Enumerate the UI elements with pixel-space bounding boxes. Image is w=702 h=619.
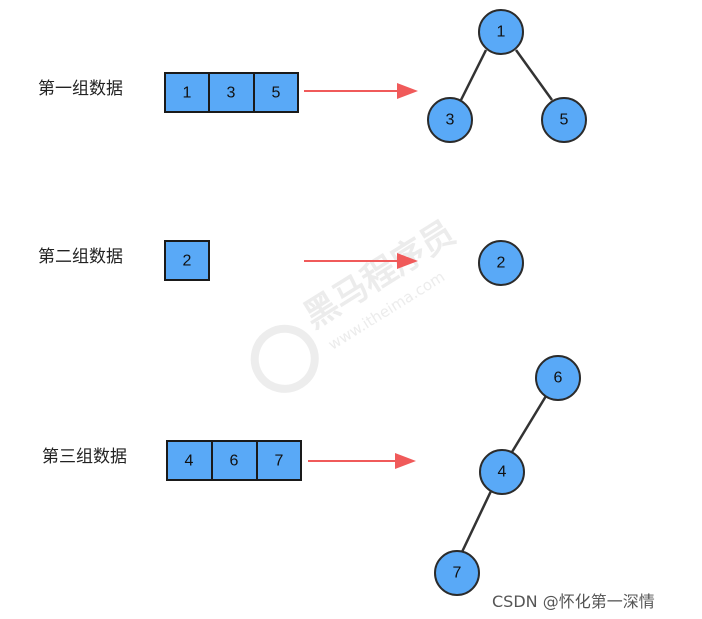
tree-node xyxy=(479,449,525,495)
tree-node-value: 1 xyxy=(497,24,506,41)
tree-node-value: 2 xyxy=(497,255,506,272)
array-cell-value: 6 xyxy=(230,453,239,470)
group-2-arrow xyxy=(304,253,418,269)
tree-edge xyxy=(460,490,493,553)
tree-edge xyxy=(459,49,488,101)
tree-node xyxy=(535,355,581,401)
array-cell-value: 7 xyxy=(275,453,284,470)
array-cell xyxy=(164,240,210,281)
group-1-label: 第一组数据 xyxy=(38,79,123,99)
watermark-logo-icon xyxy=(250,324,319,393)
array-cell-value: 4 xyxy=(185,453,194,470)
tree-node xyxy=(434,550,480,596)
group-3-arrow xyxy=(308,453,416,469)
watermark: 黑马程序员 www.itheima.com xyxy=(250,213,462,393)
tree-node xyxy=(478,9,524,55)
array-cell xyxy=(166,440,213,481)
array-cell-value: 2 xyxy=(183,253,192,270)
array-cell-value: 5 xyxy=(272,85,281,102)
array-cell xyxy=(253,72,299,113)
group-2: 第二组数据 2 2 xyxy=(38,240,524,286)
group-1-array: 1 3 5 xyxy=(164,72,299,113)
arrow-head-icon xyxy=(397,83,418,99)
group-1: 第一组数据 1 3 5 1 3 5 xyxy=(38,9,587,143)
array-cell xyxy=(164,72,210,113)
tree-node-value: 4 xyxy=(498,464,507,481)
arrow-head-icon xyxy=(397,253,418,269)
tree-node-value: 3 xyxy=(446,112,455,129)
tree-node-value: 7 xyxy=(453,565,462,582)
group-2-tree: 2 xyxy=(478,240,524,286)
group-3-array: 4 6 7 xyxy=(166,440,302,481)
group-3-label: 第三组数据 xyxy=(42,447,127,467)
group-1-arrow xyxy=(304,83,418,99)
group-2-label: 第二组数据 xyxy=(38,247,123,267)
tree-node-value: 5 xyxy=(560,112,569,129)
tree-node-value: 6 xyxy=(554,370,563,387)
csdn-credit: CSDN @怀化第一深情 xyxy=(492,592,655,611)
group-1-tree: 1 3 5 xyxy=(427,9,587,143)
group-2-array: 2 xyxy=(164,240,210,281)
tree-edge xyxy=(514,49,554,101)
tree-node xyxy=(427,97,473,143)
array-cell xyxy=(208,72,255,113)
group-3: 第三组数据 4 6 7 6 4 7 xyxy=(42,355,581,596)
array-cell-value: 3 xyxy=(227,85,236,102)
tree-node xyxy=(478,240,524,286)
arrow-head-icon xyxy=(395,453,416,469)
tree-edge xyxy=(510,395,548,453)
array-cell xyxy=(211,440,258,481)
tree-node xyxy=(541,97,587,143)
array-cell-value: 1 xyxy=(183,85,192,102)
group-3-tree: 6 4 7 xyxy=(434,355,581,596)
array-cell xyxy=(256,440,302,481)
